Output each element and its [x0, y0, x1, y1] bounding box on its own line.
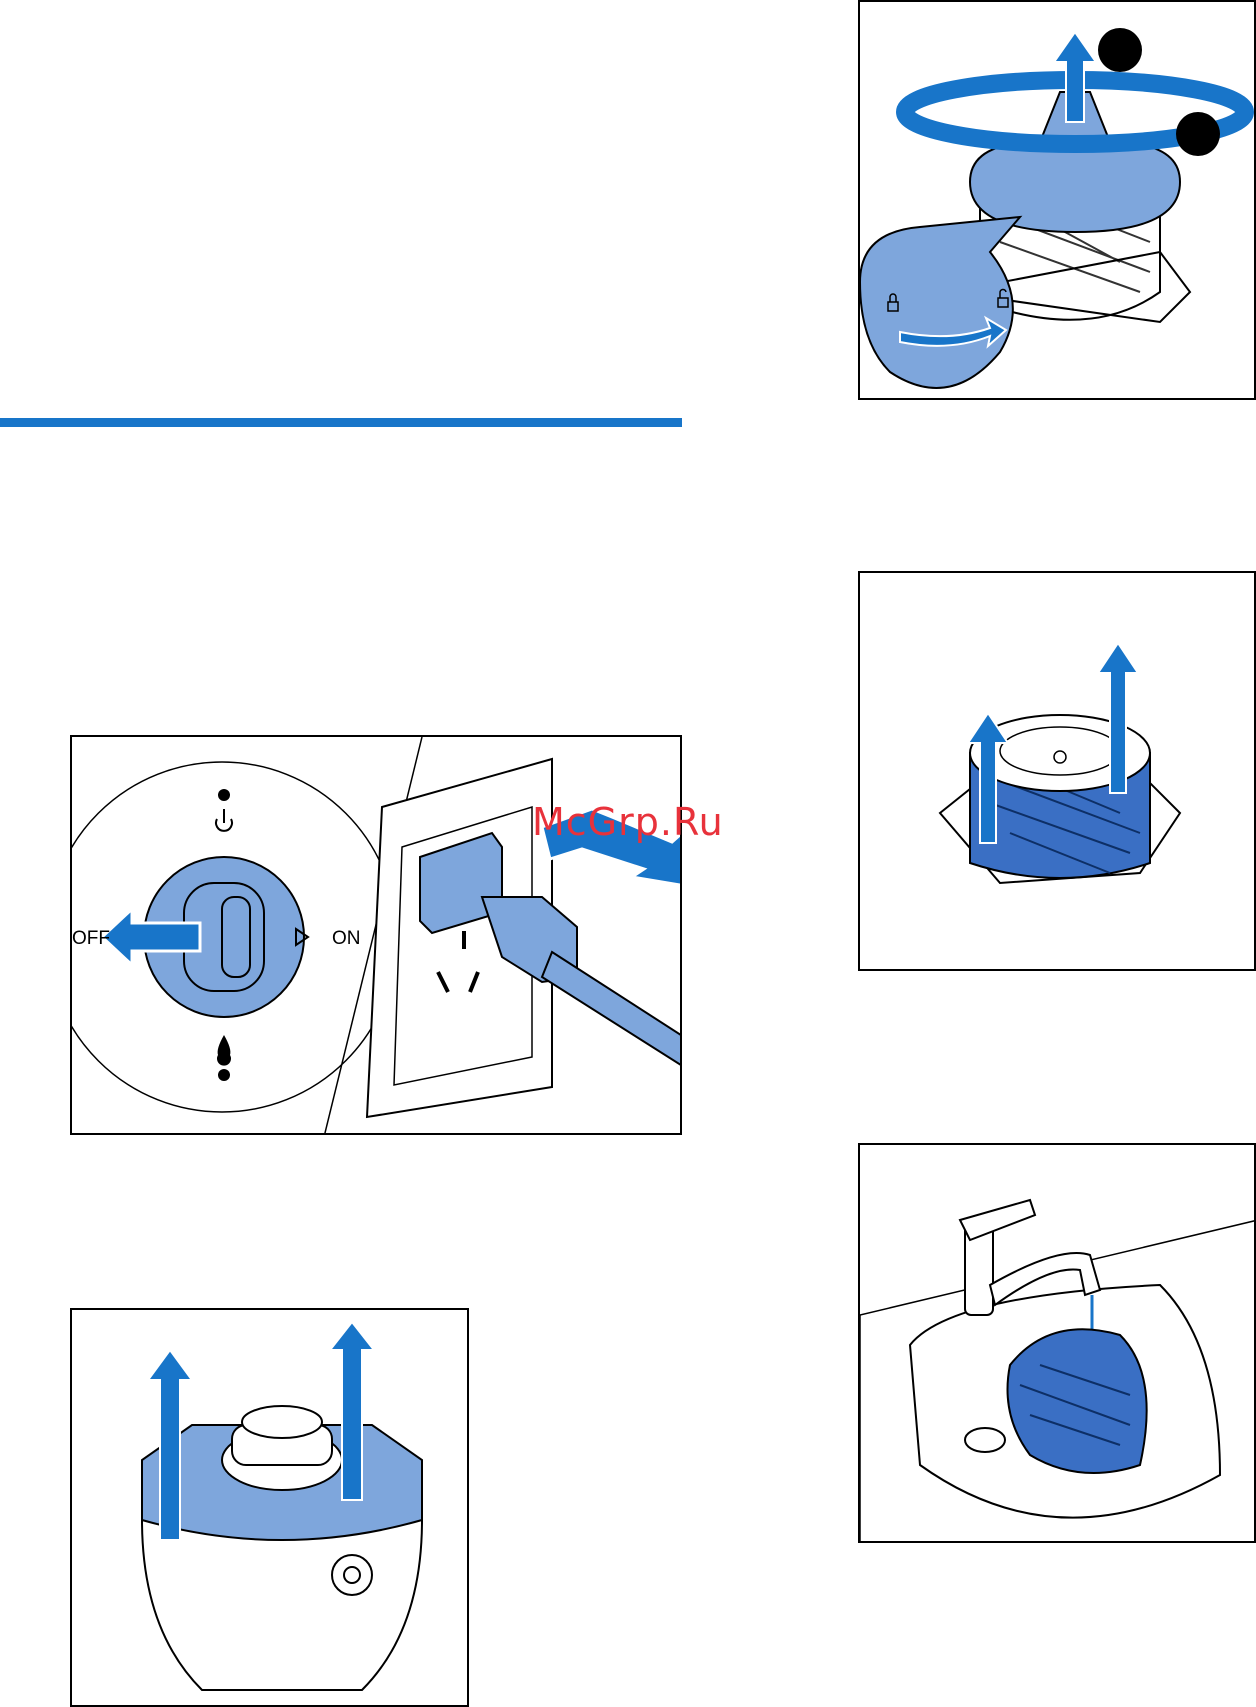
illustration-lift-tank: [70, 1308, 469, 1707]
illustration-switch-off-unplug: OFF ON: [70, 735, 682, 1135]
on-label: ON: [332, 928, 361, 949]
illustration-rinse-filter: [858, 1143, 1256, 1543]
power-cord: [542, 952, 682, 1067]
base-body: [142, 1520, 422, 1690]
illustration-remove-filter: [858, 571, 1256, 971]
step-marker-1: [1098, 28, 1142, 72]
water-drop-icon: [217, 1035, 231, 1066]
filter-wick: [1008, 1329, 1147, 1473]
power-icon: [216, 809, 232, 831]
sink-drain: [965, 1428, 1005, 1452]
step-marker-2: [1176, 112, 1220, 156]
watermark-text: McGrp.Ru: [532, 800, 724, 844]
lock-zoom-bubble: [860, 217, 1020, 388]
water-dot-bottom: [218, 1069, 230, 1081]
section-divider-rule: [0, 418, 682, 427]
off-label: OFF: [72, 928, 110, 949]
illustration-rotate-filter-cap: [858, 0, 1256, 400]
power-dot-top: [218, 789, 230, 801]
